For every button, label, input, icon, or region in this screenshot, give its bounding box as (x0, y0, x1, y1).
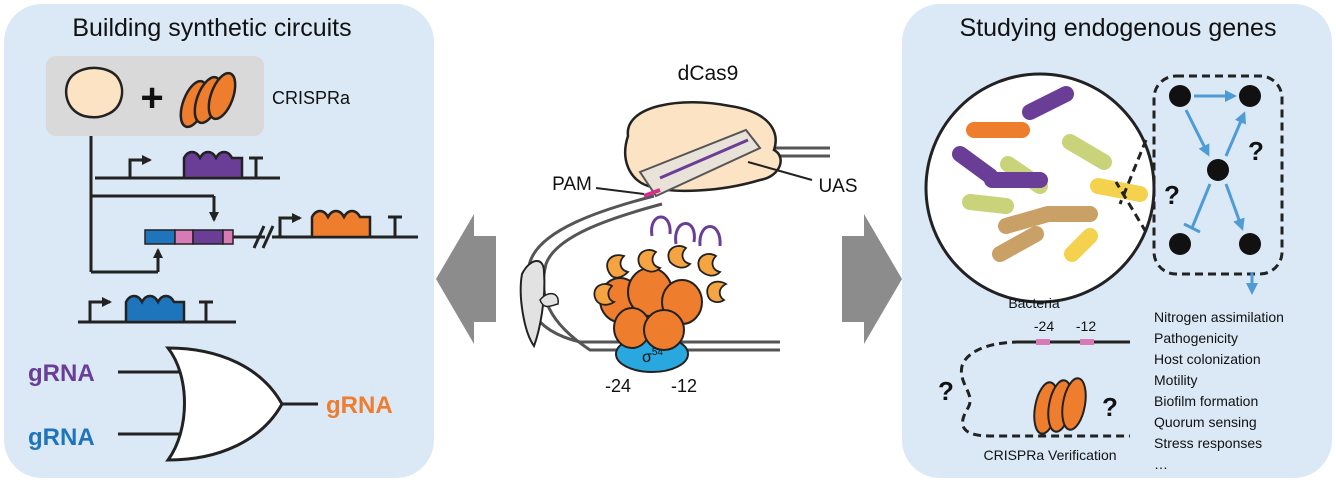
network-question-2: ? (1164, 180, 1180, 210)
gene-network-edges (1183, 90, 1258, 295)
left-panel-title: Building synthetic circuits (72, 14, 351, 42)
application-item: Motility (1154, 372, 1198, 388)
network-question-1: ? (1248, 136, 1264, 166)
circuit-wiring (89, 136, 219, 274)
crispra-label: CRISPRa (272, 88, 351, 108)
left-panel: Building synthetic circuits + CRISPRa (4, 4, 434, 478)
center-pos-24: -24 (605, 376, 631, 396)
application-item: … (1154, 456, 1168, 472)
dcas9-label: dCas9 (678, 62, 739, 85)
verify-pos-24: -24 (1034, 318, 1054, 334)
plus-sign: + (140, 76, 163, 120)
pam-label: PAM (552, 174, 592, 195)
left-arrow (436, 214, 496, 344)
application-item: Pathogenicity (1154, 330, 1238, 346)
activator-hairpins (650, 215, 722, 247)
application-item: Nitrogen assimilation (1154, 309, 1284, 325)
application-item: Quorum sensing (1154, 414, 1257, 430)
applications-list: Nitrogen assimilation Pathogenicity Host… (1154, 309, 1284, 472)
dna-loop-anchor (519, 260, 546, 349)
application-item: Biofilm formation (1154, 393, 1258, 409)
center-mechanism: dCas9 PAM UAS σ54 (519, 62, 858, 396)
verification-dna: -24 -12 (959, 318, 1130, 438)
gate-output-gRNA-orange: gRNA (326, 392, 393, 419)
right-panel: Studying endogenous genes Bacteria (902, 4, 1332, 478)
gate-input-gRNA-purple: gRNA (28, 360, 95, 387)
target-and-gene-orange (144, 209, 418, 249)
sigma-label: σ54 (642, 347, 663, 366)
gene-network-box (1152, 74, 1284, 276)
activator-subunits (593, 245, 728, 306)
gate-input-gRNA-blue: gRNA (28, 424, 95, 451)
activator-protein-icon (179, 71, 237, 129)
uas-label: UAS (818, 176, 857, 197)
application-item: Stress responses (1154, 435, 1262, 451)
verify-question-left: ? (938, 376, 954, 406)
center-pos-12: -12 (671, 376, 697, 396)
scaffold-protein-icon (64, 66, 124, 119)
application-item: Host colonization (1154, 351, 1261, 367)
verify-question-right: ? (1102, 392, 1118, 422)
gene-purple (95, 150, 280, 180)
rna-polymerase (599, 267, 703, 351)
verification-activator-icon (1033, 377, 1087, 435)
bacteria-cells (952, 86, 1148, 262)
gene-network-nodes (1169, 85, 1261, 255)
verify-pos-12: -12 (1076, 318, 1096, 334)
right-panel-title: Studying endogenous genes (960, 14, 1277, 42)
right-arrow (842, 214, 902, 344)
or-gate: gRNA gRNA gRNA (28, 346, 393, 462)
gene-blue (78, 294, 236, 324)
verification-label: CRISPRa Verification (983, 447, 1116, 463)
bacteria-label: Bacteria (1008, 295, 1060, 311)
